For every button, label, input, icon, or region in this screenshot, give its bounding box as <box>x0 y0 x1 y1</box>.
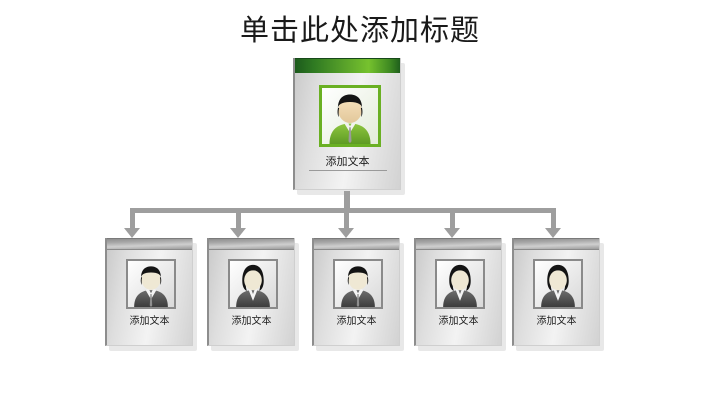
connector-drop-5 <box>551 208 556 230</box>
label-underline <box>308 170 387 171</box>
org-node-child-4[interactable]: 添加文本 <box>414 238 506 351</box>
card-body: 添加文本 <box>414 238 502 346</box>
connector-drop-4 <box>450 208 455 230</box>
card-header <box>514 238 599 250</box>
card-header <box>107 238 192 250</box>
card-body: 添加文本 <box>293 58 401 190</box>
org-node-child-1-label[interactable]: 添加文本 <box>129 316 170 327</box>
avatar-root <box>319 85 381 147</box>
avatar-child-1 <box>126 259 176 309</box>
arrow-down-icon-2 <box>230 228 246 238</box>
avatar-child-4 <box>435 259 485 309</box>
org-node-child-5-label[interactable]: 添加文本 <box>536 316 577 327</box>
card-body: 添加文本 <box>207 238 295 346</box>
avatar-child-5 <box>533 259 583 309</box>
connector-bus <box>130 208 556 213</box>
org-node-root-label-text: 添加文本 <box>325 155 370 168</box>
arrow-down-icon-5 <box>545 228 561 238</box>
org-node-child-1[interactable]: 添加文本 <box>105 238 197 351</box>
org-node-child-3-label[interactable]: 添加文本 <box>336 316 377 327</box>
card-body: 添加文本 <box>512 238 600 346</box>
connector-drop-2 <box>236 208 241 230</box>
org-node-child-4-label[interactable]: 添加文本 <box>438 316 479 327</box>
arrow-down-icon-1 <box>124 228 140 238</box>
arrow-down-icon-3 <box>338 228 354 238</box>
org-node-child-2-label[interactable]: 添加文本 <box>231 316 272 327</box>
org-node-child-2[interactable]: 添加文本 <box>207 238 299 351</box>
card-body: 添加文本 <box>312 238 400 346</box>
card-body: 添加文本 <box>105 238 193 346</box>
connector-drop-3 <box>344 208 349 230</box>
org-node-root-label[interactable]: 添加文本 <box>295 155 400 171</box>
card-header-root <box>295 58 400 73</box>
card-header <box>209 238 294 250</box>
arrow-down-icon-4 <box>444 228 460 238</box>
org-node-child-5[interactable]: 添加文本 <box>512 238 604 351</box>
avatar-child-2 <box>228 259 278 309</box>
avatar-child-3 <box>333 259 383 309</box>
connector-stem <box>344 191 350 212</box>
card-header <box>314 238 399 250</box>
org-node-root[interactable]: 添加文本 <box>293 58 405 195</box>
org-node-child-3[interactable]: 添加文本 <box>312 238 404 351</box>
connector-drop-1 <box>130 208 135 230</box>
page-title[interactable]: 单击此处添加标题 <box>239 13 480 47</box>
card-header <box>416 238 501 250</box>
